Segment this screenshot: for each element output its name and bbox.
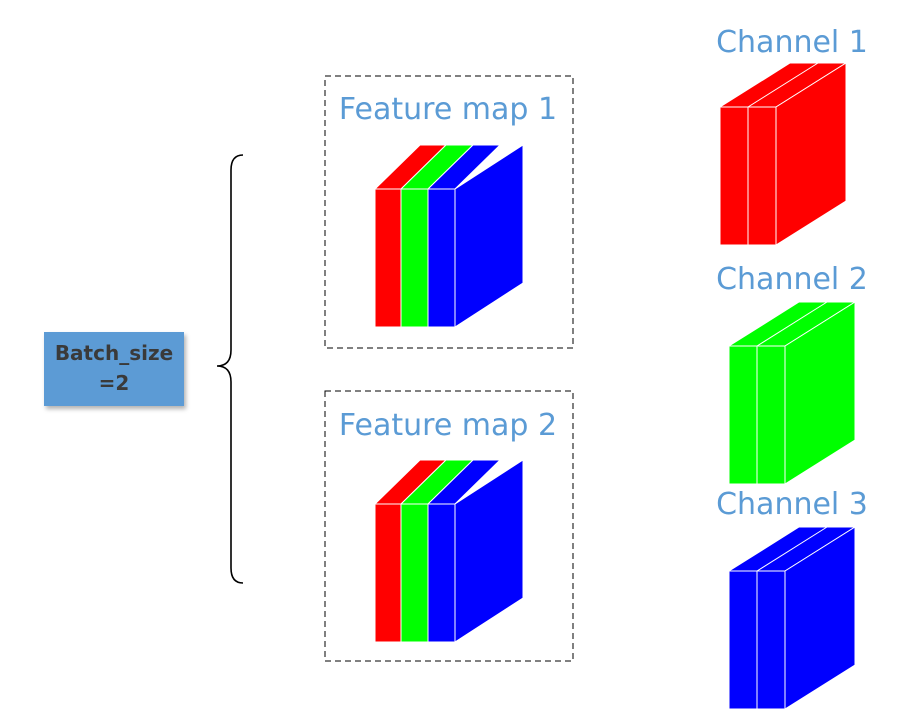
fm1-red-front [374, 188, 402, 328]
feature-map-1-label: Feature map 1 [339, 92, 557, 127]
batch-size-box: Batch_size =2 [44, 332, 184, 406]
feature-map-2-frame [324, 390, 574, 662]
curly-brace [216, 154, 244, 584]
channel-1: Channel 1 [716, 25, 868, 246]
channel-2-label: Channel 2 [716, 262, 868, 297]
fm2-green-front [400, 503, 429, 643]
fm1-green-front [400, 188, 429, 328]
channel-3-front-a [728, 570, 758, 710]
channel-1-label: Channel 1 [716, 25, 868, 60]
feature-map-2: Feature map 2 [324, 390, 574, 662]
feature-map-1: Feature map 1 [324, 75, 574, 349]
batch-size-label-line2: =2 [99, 371, 130, 395]
fm2-blue-front [427, 503, 456, 643]
fm2-red-front [374, 503, 402, 643]
channel-1-top-divider [747, 62, 819, 108]
channel-3: Channel 3 [716, 487, 868, 710]
channel-1-front-a [719, 106, 749, 246]
channel-2-front-b [756, 345, 786, 485]
batch-size-label-line1: Batch_size [55, 341, 173, 365]
channel-2-front-a [728, 345, 758, 485]
channel-2: Channel 2 [716, 262, 868, 485]
feature-map-1-frame [324, 75, 574, 349]
channel-2-top-divider [756, 301, 828, 347]
feature-map-2-label: Feature map 2 [339, 408, 557, 443]
batch-size-box-bg [44, 332, 184, 406]
channel-3-front-b [756, 570, 786, 710]
fm1-blue-front [427, 188, 456, 328]
channel-3-top-divider [756, 526, 828, 572]
channel-3-label: Channel 3 [716, 487, 868, 522]
channel-1-front-b [747, 106, 777, 246]
